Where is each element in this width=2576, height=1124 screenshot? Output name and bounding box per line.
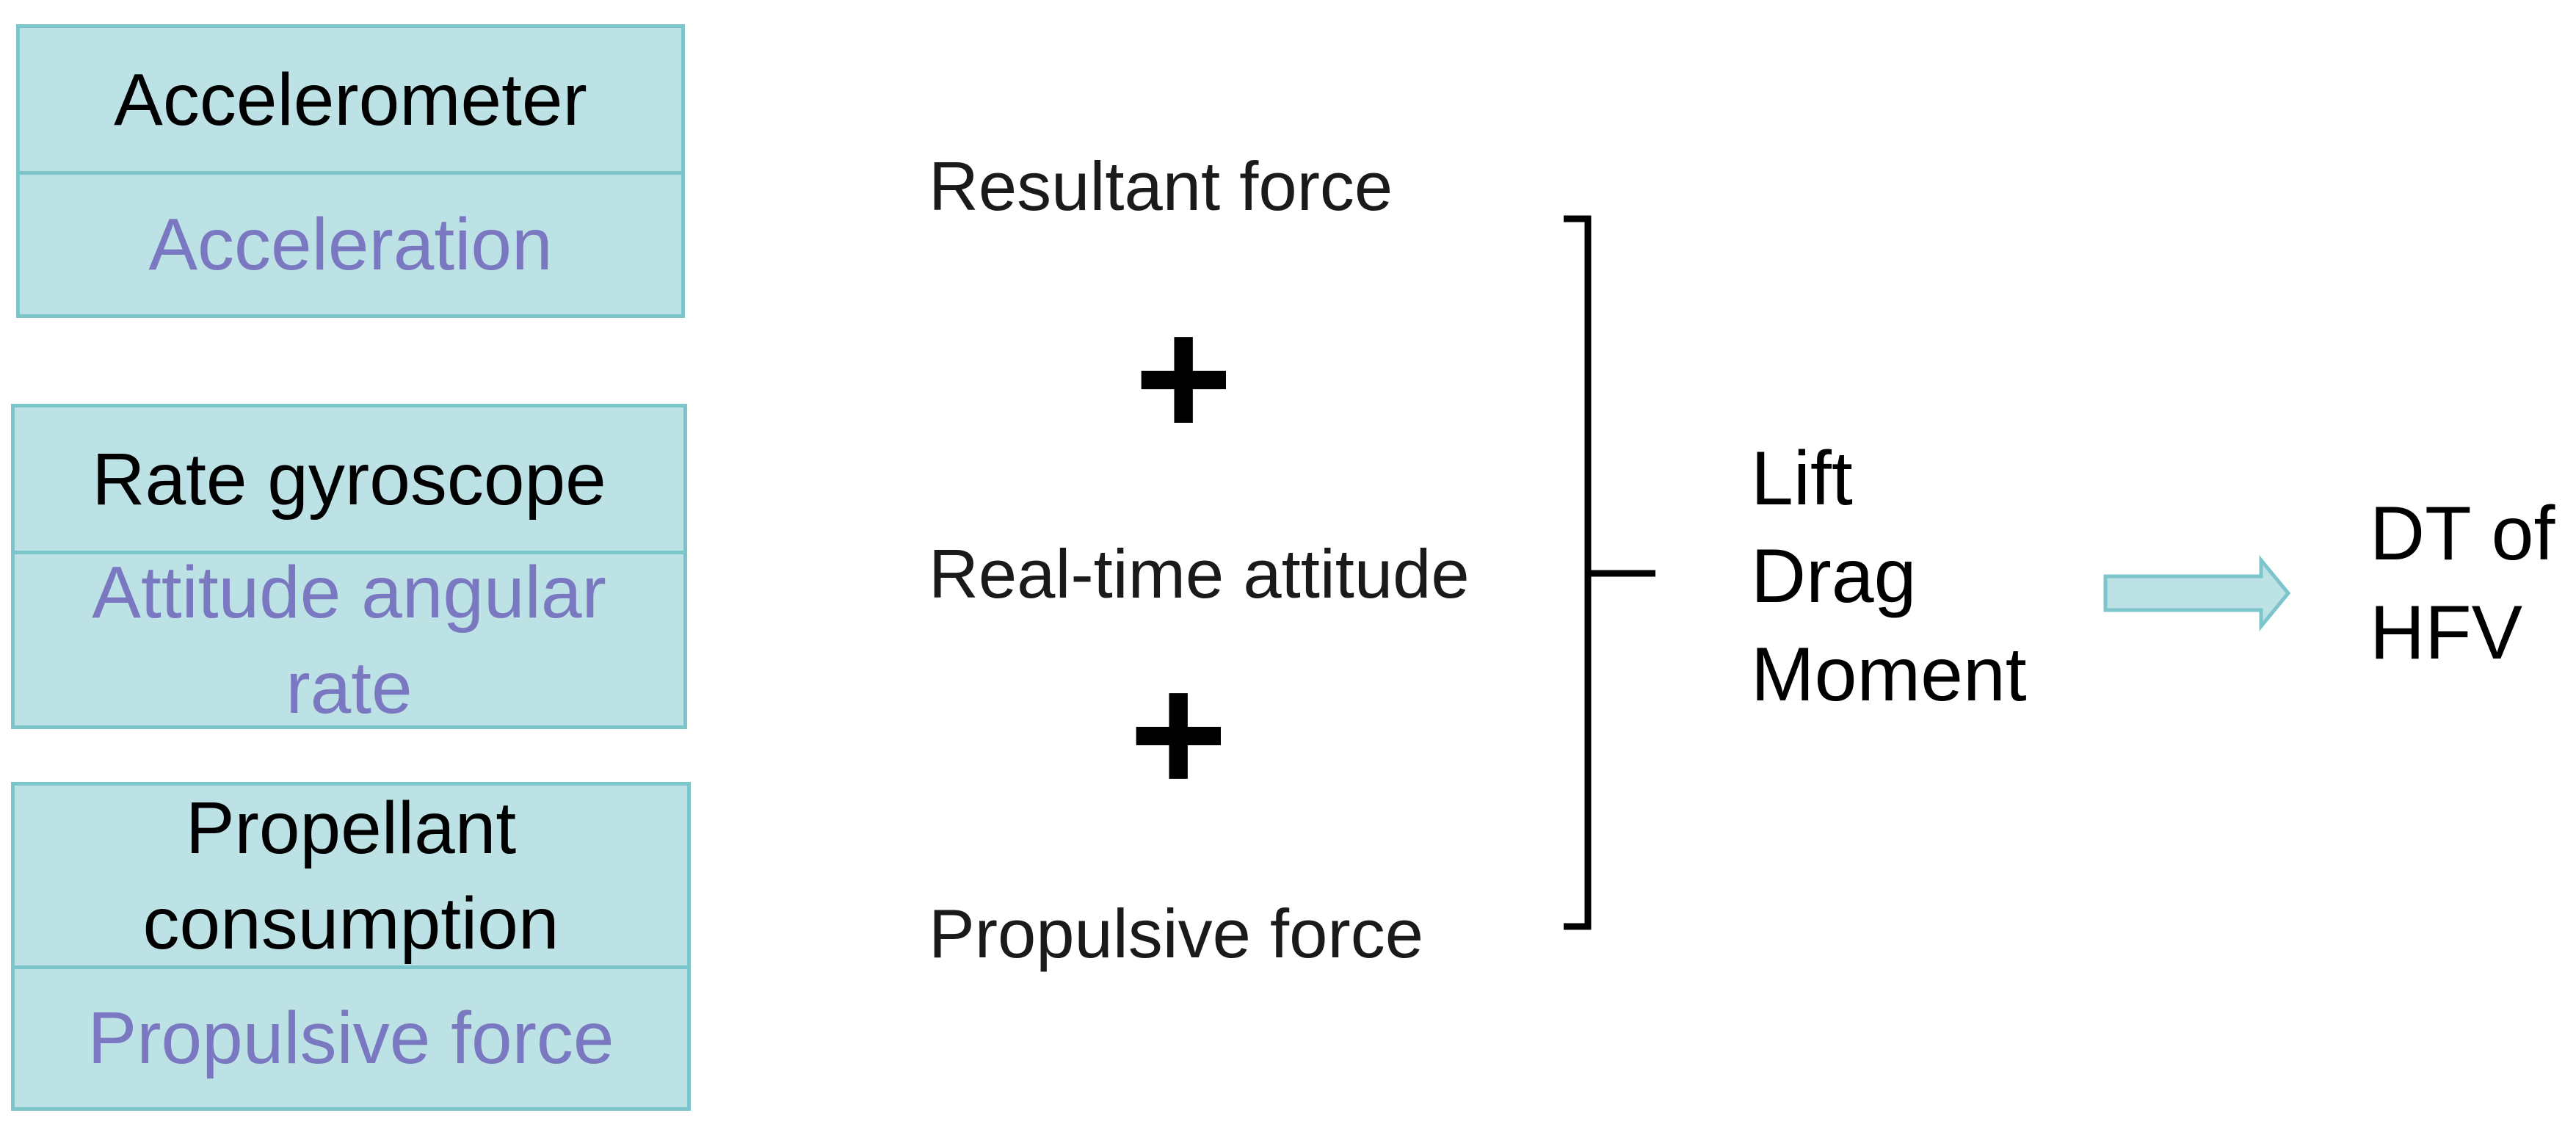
- sensor-box-divider: [15, 551, 683, 554]
- sensor-box-accelerometer: Accelerometer Acceleration: [16, 24, 685, 318]
- sensor-box-propellant-consumption: Propellant consumption Propulsive force: [11, 782, 691, 1111]
- input-label-resultant-force: Resultant force: [929, 148, 1393, 225]
- measurement-label-propulsive-force: Propulsive force: [87, 997, 614, 1079]
- measurement-label-attitude-angular-rate: Attitude angular rate: [92, 551, 606, 729]
- sensor-label-propellant-consumption: Propellant consumption: [142, 786, 559, 965]
- output-label-lift: Lift: [1751, 436, 1853, 521]
- sensor-box-rate-gyroscope: Rate gyroscope Attitude angular rate: [11, 404, 687, 729]
- result-label-line2: HFV: [2370, 590, 2522, 675]
- input-label-propulsive-force: Propulsive force: [929, 895, 1423, 972]
- sensor-label-rate-gyroscope: Rate gyroscope: [92, 438, 606, 521]
- result-label-line1: DT of: [2370, 491, 2555, 576]
- plus-sign: +: [1134, 283, 1233, 472]
- arrow-right-icon: [2103, 555, 2291, 631]
- measurement-label-acceleration: Acceleration: [148, 203, 553, 286]
- plus-sign: +: [1129, 639, 1228, 828]
- output-label-drag: Drag: [1751, 534, 1917, 619]
- input-label-real-time-attitude: Real-time attitude: [929, 535, 1470, 612]
- sensor-label-accelerometer: Accelerometer: [114, 58, 587, 141]
- sensor-box-divider: [20, 171, 681, 175]
- sensor-box-divider: [15, 965, 687, 969]
- right-brace-icon: [1564, 215, 1655, 930]
- output-label-moment: Moment: [1751, 632, 2027, 717]
